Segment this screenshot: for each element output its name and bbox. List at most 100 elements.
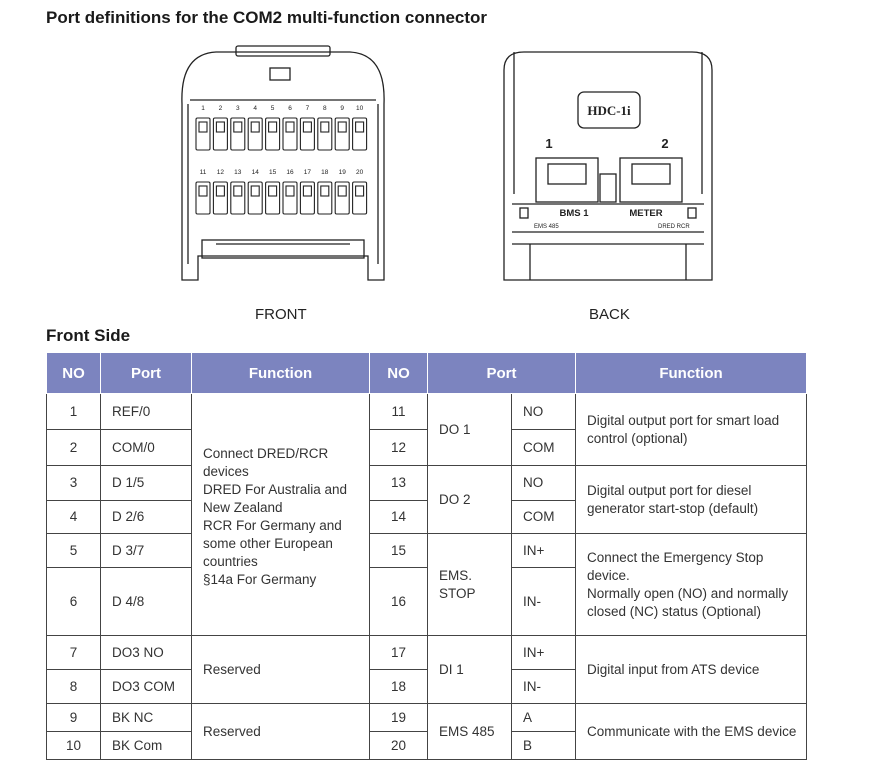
- right-sub-port: IN+: [511, 533, 576, 568]
- pin-number: 11: [200, 169, 207, 176]
- left-port: DO3 COM: [100, 669, 192, 704]
- right-sub-port: IN-: [511, 567, 576, 636]
- left-port: REF/0: [100, 393, 192, 430]
- function-text: Connect DRED/RCR devices: [203, 445, 329, 479]
- dred-function-cell: Connect DRED/RCR devices DRED For Austra…: [191, 393, 370, 636]
- right-no: 12: [369, 429, 428, 466]
- left-port: BK Com: [100, 731, 192, 760]
- pin-number: 8: [323, 105, 327, 112]
- left-no: 5: [46, 533, 101, 568]
- pin-number: 18: [321, 169, 329, 176]
- pin-latch: [215, 185, 225, 197]
- table-row: 2 COM/0 12 COM: [46, 429, 807, 466]
- left-port: D 4/8: [100, 567, 192, 636]
- right-function: Connect the Emergency Stop device. Norma…: [575, 533, 807, 636]
- right-function: Digital output port for smart load contr…: [575, 393, 807, 466]
- pin-latch: [285, 121, 295, 133]
- table-header-row: NO Port Function NO Port Function: [46, 352, 807, 394]
- right-sub-port: NO: [511, 393, 576, 430]
- pin-latch: [320, 185, 330, 197]
- pin-number: 4: [253, 105, 257, 112]
- function-text: RCR For Germany and some other European …: [203, 517, 342, 569]
- right-port: DI 1: [427, 635, 512, 704]
- left-no: 8: [46, 669, 101, 704]
- back-caption: BACK: [589, 306, 630, 323]
- pin-number: 15: [269, 169, 277, 176]
- pin-latch: [250, 121, 260, 133]
- right-sub-port: IN-: [511, 669, 576, 704]
- pin-latch: [268, 121, 278, 133]
- table-row: 5 D 3/7 15 EMS. STOP IN+ Connect the Eme…: [46, 533, 807, 636]
- dred-rcr-small-label: DRED RCR: [658, 224, 690, 230]
- right-no: 11: [369, 393, 428, 430]
- function-text: Connect the Emergency Stop device.: [587, 549, 764, 583]
- pin-number: 20: [356, 169, 364, 176]
- right-no: 16: [369, 567, 428, 636]
- left-no: 1: [46, 393, 101, 430]
- ems-485-small-label: EMS 485: [534, 224, 559, 230]
- table-row: 4 D 2/6 14 COM: [46, 500, 807, 534]
- pin-number: 9: [340, 105, 344, 112]
- table-row: 9 BK NC Reserved 19 EMS 485 A Communicat…: [46, 703, 807, 760]
- left-no: 2: [46, 429, 101, 466]
- page-title: Port definitions for the COM2 multi-func…: [46, 8, 488, 27]
- pin-latch: [268, 185, 278, 197]
- left-port: D 3/7: [100, 533, 192, 568]
- right-sub-port: A: [511, 703, 576, 732]
- header-port: Port: [427, 352, 576, 394]
- right-function: Digital input from ATS device: [575, 635, 807, 704]
- pin-number: 14: [252, 169, 260, 176]
- left-port: D 1/5: [100, 465, 192, 501]
- right-sub-port: IN+: [511, 635, 576, 670]
- pin-latch: [302, 185, 312, 197]
- port-2-label: METER: [629, 208, 662, 219]
- pin-latch: [337, 121, 347, 133]
- pin-latch: [233, 185, 243, 197]
- header-port: Port: [100, 352, 192, 394]
- table-row: 6 D 4/8 16 IN-: [46, 567, 807, 636]
- pin-latch: [285, 185, 295, 197]
- table-row: 8 DO3 COM 18 IN-: [46, 669, 807, 704]
- pin-latch: [355, 121, 365, 133]
- pin-number: 6: [288, 105, 292, 112]
- back-connector-illustration: HDC-1i 1 2 BMS 1 METER EMS 485 DRED RCR: [503, 51, 713, 281]
- port-1-label: BMS 1: [559, 208, 589, 219]
- table-row: 7 DO3 NO Reserved 17 DI 1 IN+ Digital in…: [46, 635, 807, 704]
- pin-number: 10: [356, 105, 364, 112]
- right-function: Digital output port for diesel generator…: [575, 465, 807, 534]
- header-function: Function: [191, 352, 370, 394]
- right-no: 19: [369, 703, 428, 732]
- pin-number: 7: [306, 105, 310, 112]
- pin-number: 16: [286, 169, 294, 176]
- right-port: DO 2: [427, 465, 512, 534]
- right-sub-port: NO: [511, 465, 576, 501]
- table-row: 10 BK Com 20 B: [46, 731, 807, 760]
- right-no: 20: [369, 731, 428, 760]
- pin-number: 19: [339, 169, 347, 176]
- right-no: 14: [369, 500, 428, 534]
- header-function: Function: [575, 352, 807, 394]
- pin-latch: [337, 185, 347, 197]
- port-1-number: 1: [545, 136, 552, 151]
- left-no: 6: [46, 567, 101, 636]
- function-text: DRED For Australia and New Zealand: [203, 481, 348, 515]
- hdc-module-label: HDC-1i: [587, 103, 631, 118]
- right-port: EMS 485: [427, 703, 512, 760]
- port-definition-table: NO Port Function NO Port Function 1 REF/…: [46, 352, 807, 760]
- reserved-function-cell: Reserved: [191, 635, 370, 704]
- left-no: 3: [46, 465, 101, 501]
- right-port: EMS. STOP: [427, 533, 512, 636]
- table-row: 3 D 1/5 13 DO 2 NO Digital output port f…: [46, 465, 807, 534]
- left-no: 4: [46, 500, 101, 534]
- right-sub-port: B: [511, 731, 576, 760]
- function-text: §14a For Germany: [203, 571, 317, 587]
- pin-number: 17: [304, 169, 312, 176]
- pin-number: 2: [219, 105, 223, 112]
- pin-latch: [233, 121, 243, 133]
- right-port: DO 1: [427, 393, 512, 466]
- right-no: 15: [369, 533, 428, 568]
- left-port: D 2/6: [100, 500, 192, 534]
- left-port: COM/0: [100, 429, 192, 466]
- right-sub-port: COM: [511, 500, 576, 534]
